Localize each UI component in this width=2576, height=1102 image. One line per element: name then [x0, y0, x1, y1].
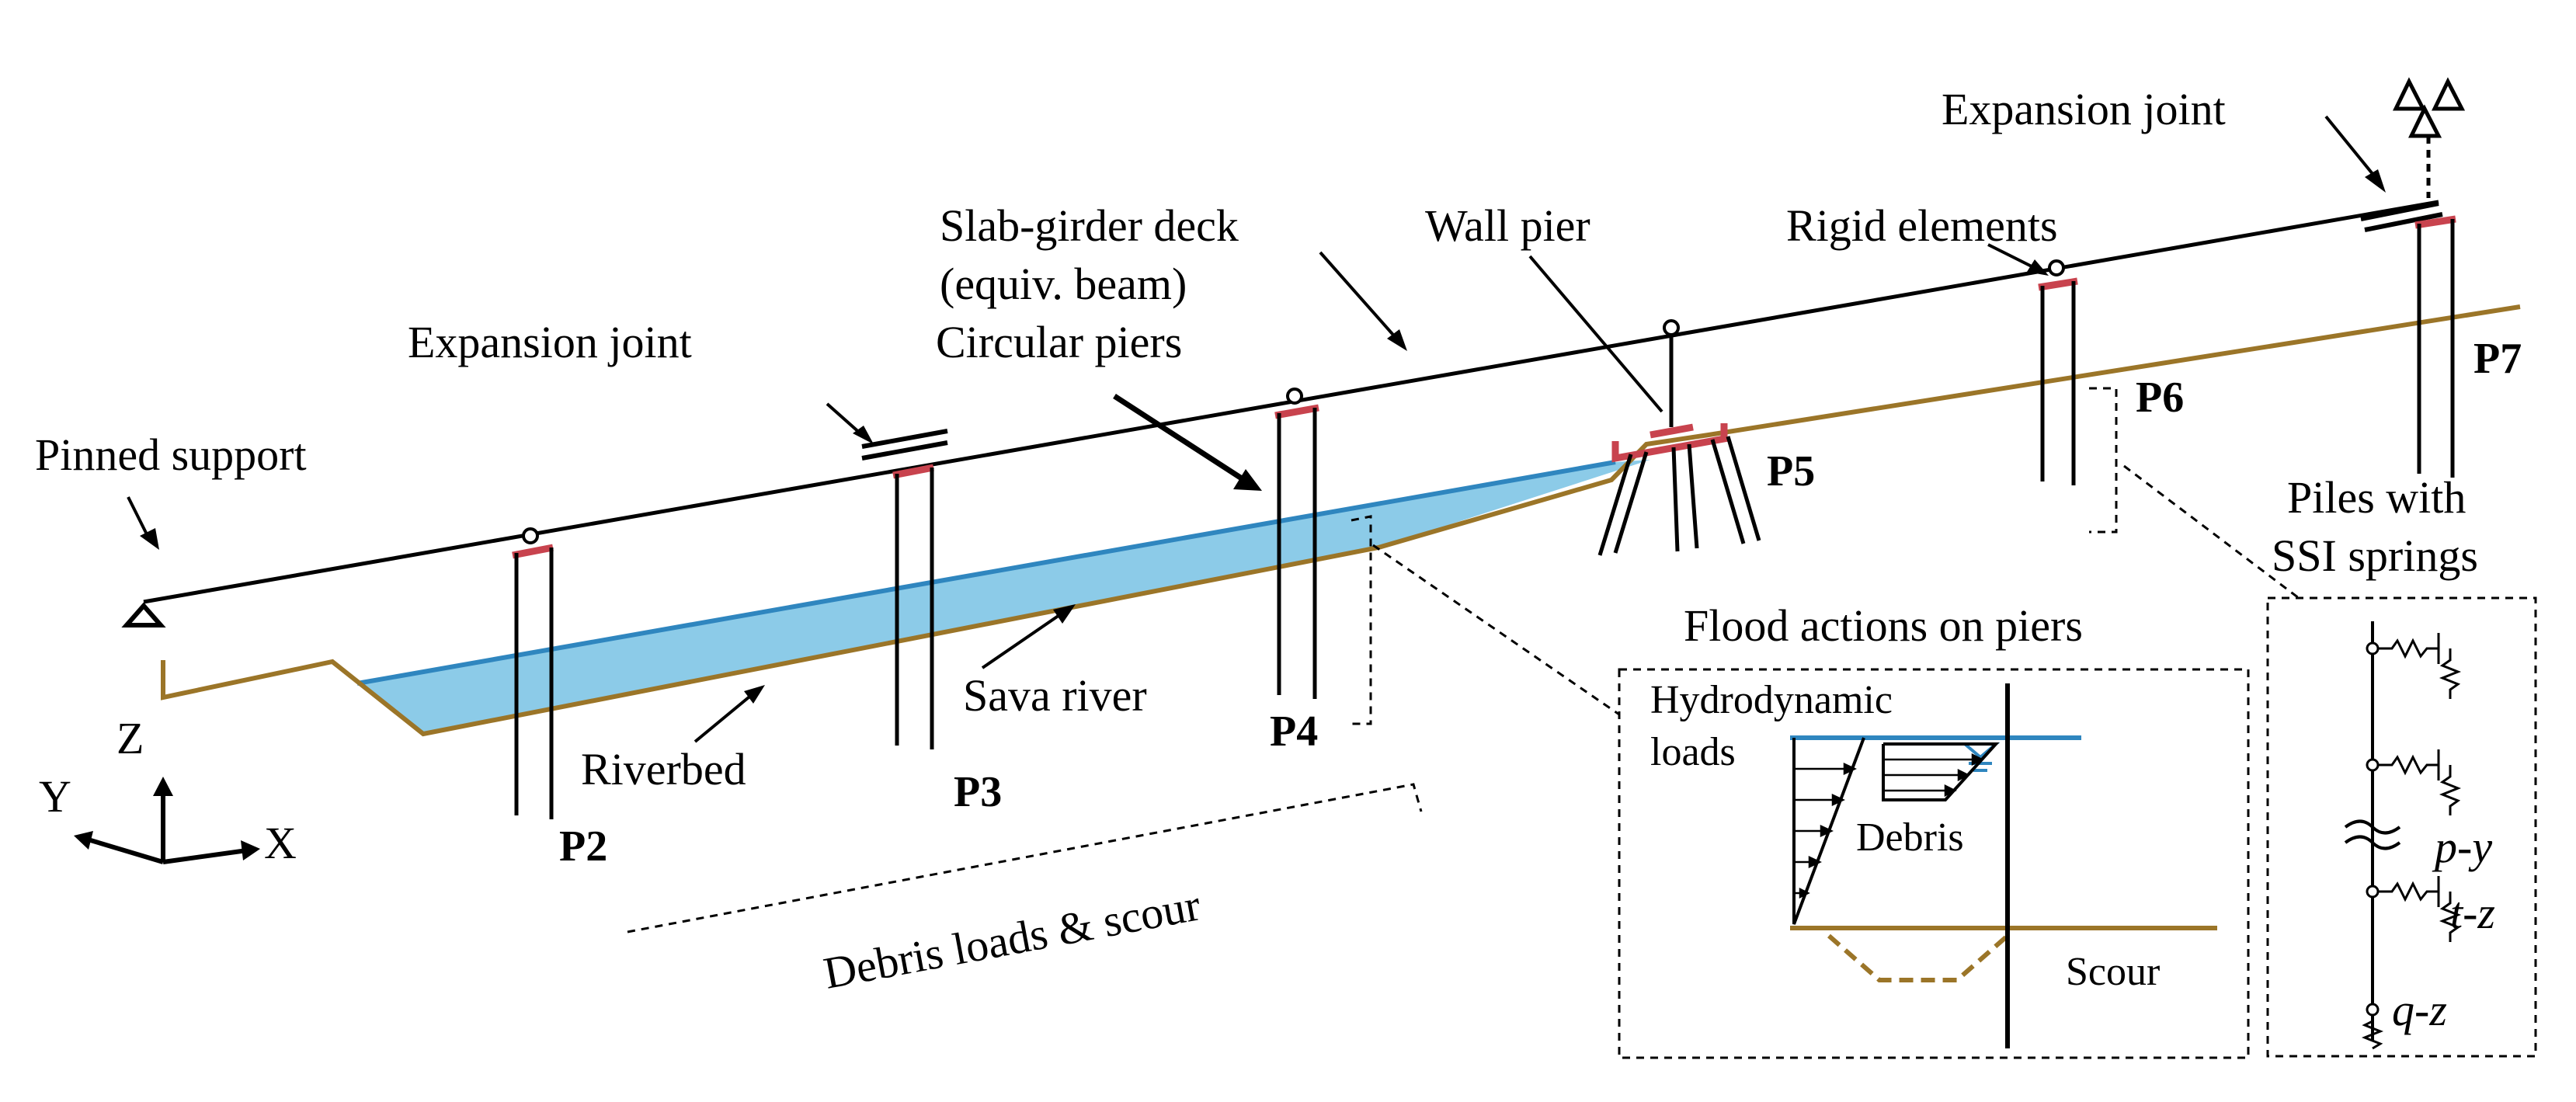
deck-arrowhead [1387, 329, 1407, 351]
expansion-joint-left-arrow [826, 402, 864, 436]
flood-actions-box [1618, 668, 2250, 1059]
rigid-elements-arrowhead [2027, 259, 2049, 276]
pinned-support-arrowhead [140, 528, 159, 550]
pinned-support-icon [121, 602, 166, 627]
label-piles-ssi-2: SSI springs [2272, 530, 2478, 581]
p6-to-ssi-box-connector [2123, 464, 2300, 600]
riverbed-arrow [694, 692, 755, 743]
label-flood-actions: Flood actions on piers [1684, 600, 2083, 651]
label-qz: q-z [2392, 985, 2447, 1035]
pier-p3 [892, 464, 934, 749]
p4-to-flood-box-connector [1372, 544, 1620, 716]
pier-p4 [1274, 388, 1319, 699]
axis-label-y: Y [39, 771, 71, 822]
label-slab-girder-deck-1: Slab-girder deck [940, 200, 1239, 251]
label-hydrodynamic-1: Hydrodynamic [1650, 678, 1893, 722]
scour-profile [1827, 933, 2009, 982]
pier-p5-wall [1597, 319, 1761, 556]
hydrodynamic-load-arrows [1794, 763, 1857, 899]
label-slab-girder-deck-2: (equiv. beam) [940, 259, 1187, 309]
expansion-joint-right-arrow [2324, 115, 2378, 180]
circular-piers-arrowhead [1233, 469, 1262, 491]
axis-label-z: Z [116, 713, 144, 763]
wall-pier-arrow [1528, 255, 1663, 413]
expansion-joint-right-icon [2360, 201, 2443, 232]
label-sava-river: Sava river [963, 670, 1147, 721]
axis-label-x: X [264, 818, 297, 868]
debris-bracket [627, 783, 1423, 933]
label-rigid-elements: Rigid elements [1786, 200, 2058, 251]
sava-river-arrow [981, 610, 1066, 669]
label-pier-p2: P2 [559, 822, 607, 871]
expansion-joint-left-arrowhead [853, 426, 874, 444]
expansion-joint-left-icon [861, 429, 948, 461]
label-debris: Debris [1856, 815, 1964, 860]
p6-callout-bracket [2089, 387, 2118, 534]
label-pier-p6: P6 [2136, 374, 2184, 422]
expansion-joint-right-arrowhead [2365, 169, 2386, 193]
label-pier-p5: P5 [1767, 447, 1815, 495]
label-pier-p7: P7 [2473, 335, 2522, 383]
label-pinned-support: Pinned support [35, 429, 307, 480]
label-tz: t-z [2450, 888, 2495, 938]
label-circular-piers: Circular piers [936, 317, 1182, 367]
axes-triad [74, 777, 260, 864]
pier-p6 [2038, 259, 2078, 485]
label-hydrodynamic-2: loads [1650, 730, 1736, 774]
end-support-icon [2393, 77, 2466, 198]
label-expansion-joint-left: Expansion joint [408, 317, 692, 367]
pier-p2 [512, 527, 554, 819]
debris-load-arrows [1883, 753, 1984, 798]
label-pier-p3: P3 [954, 768, 1002, 816]
pier-p7 [2414, 215, 2456, 478]
label-debris-loads-scour: Debris loads & scour [820, 879, 1205, 998]
riverbed-arrowhead [744, 685, 765, 704]
sava-river-arrowhead [1053, 604, 1076, 624]
label-pier-p4: P4 [1270, 707, 1318, 756]
river-water [357, 460, 1650, 734]
ssi-springs-box [2266, 596, 2537, 1058]
circular-piers-arrow [1113, 394, 1248, 484]
label-expansion-joint-right: Expansion joint [1942, 84, 2226, 134]
water-surface-line [356, 460, 1616, 686]
label-riverbed: Riverbed [581, 744, 746, 794]
pinned-support-arrow [127, 496, 149, 537]
label-piles-ssi-1: Piles with [2287, 472, 2466, 523]
debris-load-profile [1882, 742, 2000, 801]
rigid-elements-arrow [1987, 243, 2035, 269]
label-py: p-y [2432, 822, 2492, 872]
label-wall-pier: Wall pier [1425, 200, 1590, 251]
ssi-spring-icons [2361, 633, 2462, 1050]
deck-arrow [1319, 251, 1399, 342]
label-scour: Scour [2066, 950, 2160, 994]
ssi-break-symbol [2344, 819, 2401, 850]
p4-callout-bracket [1347, 515, 1372, 725]
